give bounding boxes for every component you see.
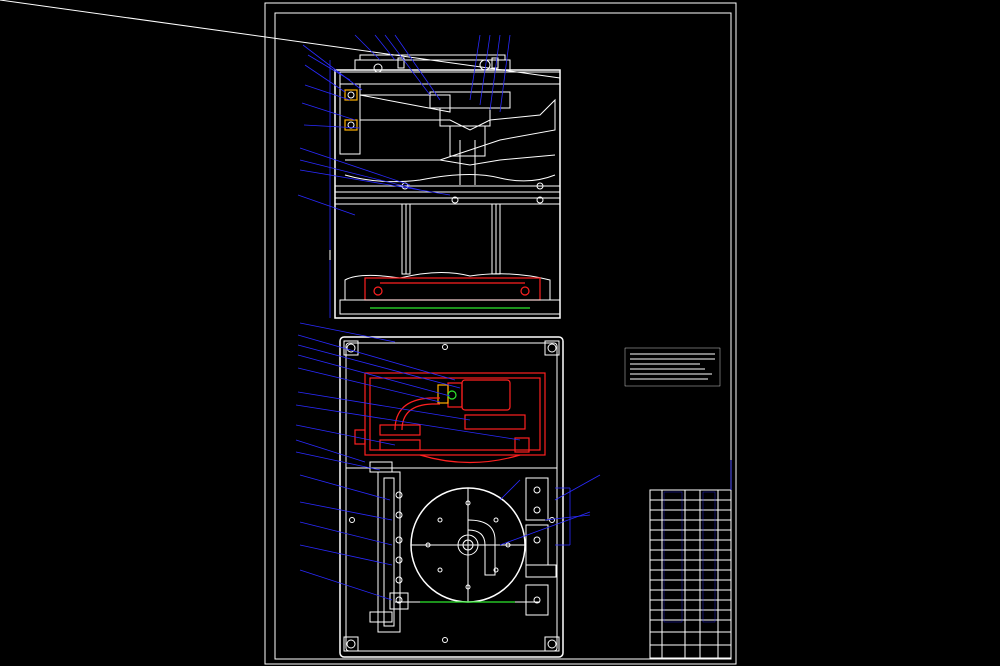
technical-notes	[624, 347, 721, 387]
sheet-frame	[264, 2, 737, 665]
plan-view	[339, 336, 571, 658]
plan-view-leader-lines	[295, 322, 601, 601]
front-section-view	[0, 0, 561, 319]
parts-list-title-block	[649, 460, 732, 659]
front-view-leader-lines	[297, 34, 511, 216]
